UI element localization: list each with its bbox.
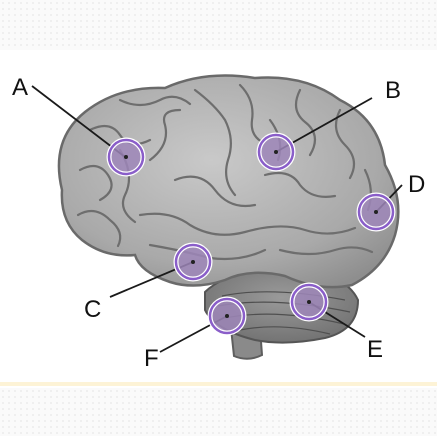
dotted-background-top	[0, 0, 437, 50]
cerebrum	[57, 74, 400, 289]
brain-folds	[76, 83, 374, 261]
label-b: B	[385, 77, 401, 104]
marker-d[interactable]	[356, 192, 396, 232]
dotted-background-bottom	[0, 388, 437, 436]
divider-line	[0, 382, 437, 386]
marker-dots	[124, 150, 378, 318]
label-a: A	[12, 74, 28, 101]
label-f: F	[144, 345, 159, 372]
marker-e[interactable]	[289, 282, 329, 322]
label-c: C	[84, 296, 101, 323]
label-e: E	[367, 336, 383, 363]
label-d: D	[408, 171, 425, 198]
leader-line-a	[31, 85, 126, 158]
